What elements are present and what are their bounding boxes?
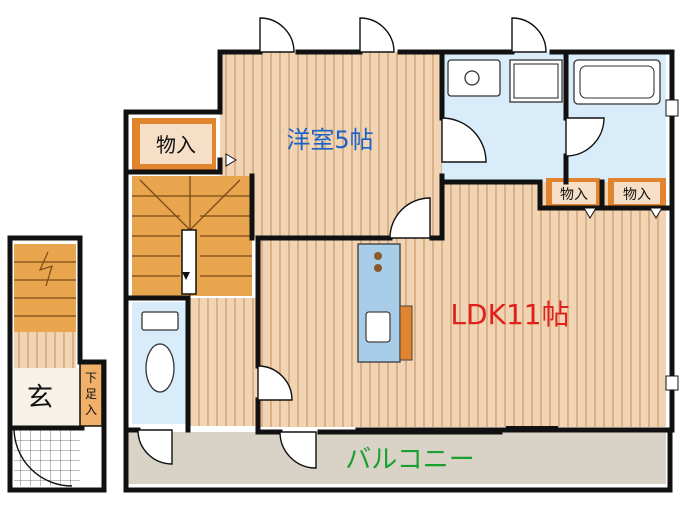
balcony-label: バルコニー	[345, 445, 474, 475]
entrance-stairs	[14, 244, 76, 332]
entrance-tiles	[14, 430, 80, 486]
storage-small-2-label: 物入	[623, 187, 651, 203]
storage-label: 物入	[156, 133, 196, 157]
balcony	[128, 432, 666, 484]
storage-small-1-label: 物入	[560, 187, 588, 203]
entrance-label: 玄	[27, 383, 53, 413]
shoe-box-label-2: 足	[85, 387, 97, 401]
shoe-box-label-3: 入	[85, 403, 97, 417]
shoe-box-label-1: 下	[85, 371, 97, 385]
western-room-label: 洋室5帖	[286, 126, 373, 154]
ldk-label: LDK11帖	[450, 298, 569, 331]
ldk-room	[258, 182, 666, 427]
kitchen-counter	[357, 243, 401, 363]
entrance-hall	[14, 368, 80, 426]
